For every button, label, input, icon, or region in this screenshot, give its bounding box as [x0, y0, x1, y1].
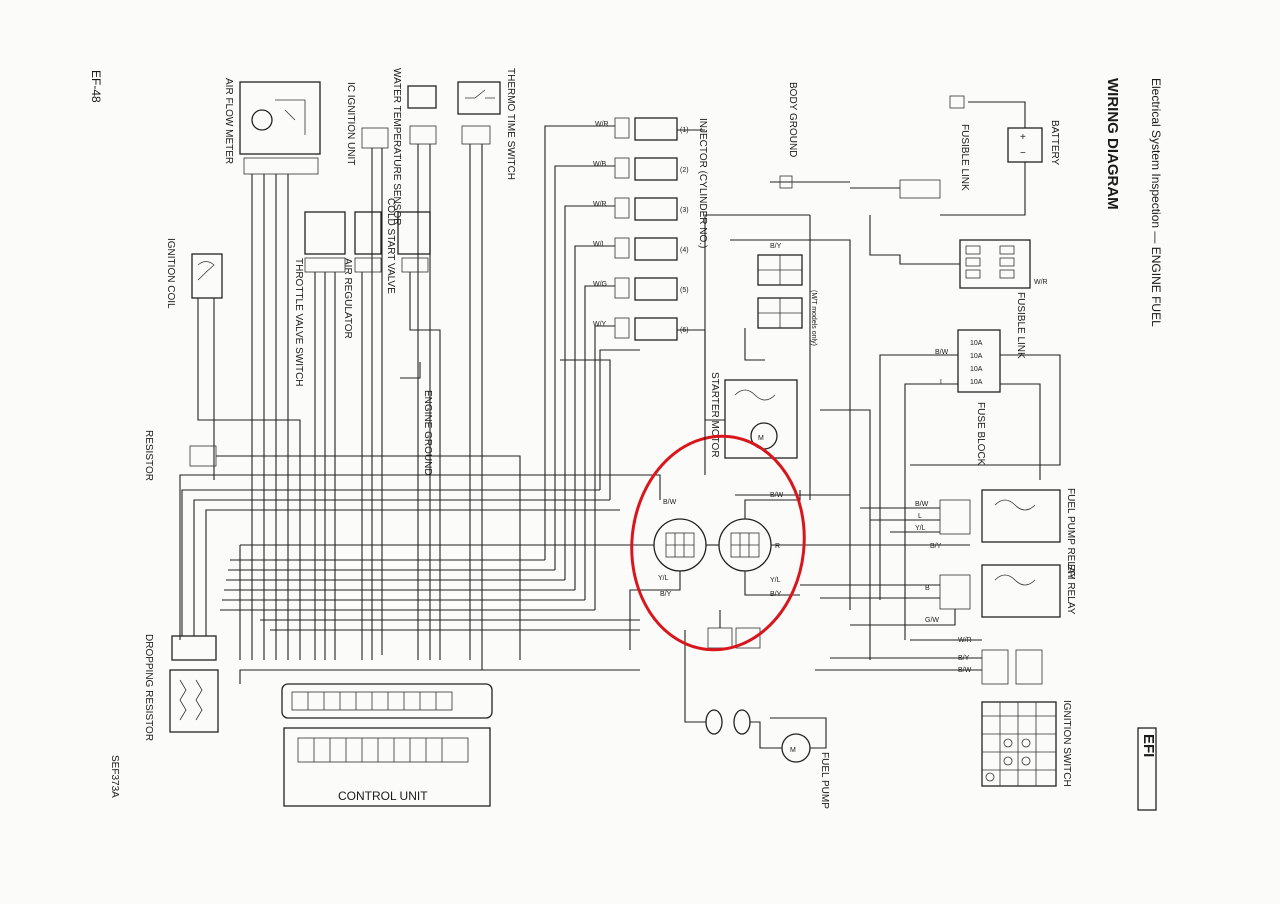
- svg-text:L: L: [918, 513, 922, 520]
- svg-text:B/Y: B/Y: [660, 591, 672, 598]
- svg-text:B: B: [925, 585, 930, 592]
- svg-text:10A: 10A: [970, 366, 983, 373]
- injector-1: (1) W/R: [544, 117, 689, 560]
- ignition-switch-label: IGNITION SWITCH: [1061, 700, 1072, 787]
- dropping-resistor-label: DROPPING RESISTOR: [143, 634, 154, 741]
- figure-code: SEF373A: [109, 755, 120, 798]
- svg-text:W/B: W/B: [593, 161, 607, 168]
- fusible-link-label-1: FUSIBLE LINK: [959, 124, 970, 191]
- fuel-pump-group: M FUEL PUMP: [684, 630, 830, 809]
- body-ground-label: BODY GROUND: [787, 82, 798, 157]
- water-temp-sensor-label: WATER TEMPERATURE SENSOR: [391, 68, 402, 225]
- air-regulator-group: AIR REGULATOR: [342, 211, 382, 660]
- battery-wire: [968, 101, 1026, 128]
- engine-ground-label: ENGINE GROUND: [422, 390, 433, 476]
- efi-relay-label: EFI RELAY: [1065, 564, 1076, 615]
- svg-text:−: −: [1020, 148, 1026, 159]
- starter-motor-group: M STARTER MOTOR: [704, 214, 810, 459]
- dropping-resistor-group: DROPPING RESISTOR: [143, 489, 620, 741]
- air-flow-meter-label: AIR FLOW METER: [223, 78, 234, 164]
- control-unit-label: CONTROL UNIT: [338, 789, 428, 803]
- svg-text:W/L: W/L: [593, 241, 606, 248]
- svg-text:W/G: W/G: [593, 281, 607, 288]
- svg-text:B/W: B/W: [915, 501, 929, 508]
- fuel-pump-relay-label: FUEL PUMP RELAY: [1065, 488, 1076, 580]
- svg-text:B/Y: B/Y: [930, 543, 942, 550]
- header-section: Electrical System Inspection — ENGINE FU…: [89, 70, 1163, 811]
- svg-text:B/Y: B/Y: [770, 243, 782, 250]
- injector-group: INJECTOR (CYLINDER NO.) (1) W/R (2) W/B …: [544, 117, 708, 610]
- ic-ignition-unit-group: IC IGNITION UNIT: [345, 82, 389, 660]
- fusible-link-block: FUSIBLE LINK W/R: [869, 215, 1048, 359]
- svg-text:R: R: [775, 543, 780, 550]
- svg-text:10A: 10A: [970, 379, 983, 386]
- mt-relay-group: (M/T models only) B/Y: [730, 239, 851, 610]
- svg-text:Y/L: Y/L: [770, 577, 781, 584]
- harness-trunk: [220, 215, 871, 660]
- circled-connectors: B/W Y/L B/Y B/W R Y/L B/Y: [179, 434, 880, 652]
- fuel-pump-label: FUEL PUMP: [819, 752, 830, 809]
- svg-text:(4): (4): [680, 247, 689, 254]
- page-code: EF-48: [89, 70, 103, 103]
- throttle-valve-switch-label: THROTTLE VALVE SWITCH: [293, 258, 304, 387]
- fusible-link-label-2: FUSIBLE LINK: [1015, 292, 1026, 359]
- body-ground-group: BODY GROUND: [770, 82, 850, 189]
- efi-badge: EFI: [1140, 734, 1157, 757]
- svg-text:G/W: G/W: [925, 617, 939, 624]
- ignition-coil-group: IGNITION COIL: [165, 238, 301, 660]
- cold-start-valve-label: COLD START VALVE: [385, 198, 396, 294]
- svg-text:L: L: [940, 379, 944, 386]
- svg-text:W/R: W/R: [593, 201, 607, 208]
- fuse-block: 10A 10A 10A 10A FUSE BLOCK B/W L: [879, 329, 1061, 640]
- control-unit-group: CONTROL UNIT: [239, 669, 640, 807]
- svg-text:W/R: W/R: [1034, 279, 1048, 286]
- page-title: WIRING DIAGRAM: [1104, 78, 1121, 210]
- efi-relay-group: EFI RELAY B G/W: [800, 564, 1076, 626]
- air-flow-meter-group: AIR FLOW METER: [223, 78, 321, 660]
- svg-text:Y/L: Y/L: [915, 525, 926, 532]
- injector-label: INJECTOR (CYLINDER NO.): [697, 118, 708, 248]
- highlight-circle: [630, 434, 806, 652]
- cold-start-valve-group: COLD START VALVE: [385, 198, 441, 660]
- starter-motor-label: STARTER MOTOR: [709, 372, 720, 458]
- injector-2: (2) W/B: [554, 157, 689, 570]
- fusible-link-connector: [899, 179, 941, 199]
- battery-label: BATTERY: [1049, 120, 1060, 166]
- engine-ground-group: ENGINE GROUND: [400, 362, 433, 476]
- battery-group: + − BATTERY FUSIBLE LINK: [850, 95, 1060, 216]
- injector-5: (5) W/G: [584, 277, 689, 600]
- water-temp-sensor-group: WATER TEMPERATURE SENSOR: [391, 68, 437, 660]
- svg-text:10A: 10A: [970, 353, 983, 360]
- svg-text:M: M: [790, 747, 796, 754]
- injector-3: (3) W/R: [564, 197, 689, 580]
- fuse-block-label: FUSE BLOCK: [975, 402, 986, 466]
- svg-text:+: +: [1020, 132, 1026, 143]
- section-heading: Electrical System Inspection — ENGINE FU…: [1149, 78, 1163, 327]
- svg-text:M: M: [758, 435, 764, 442]
- fuel-pump-symbol: [781, 733, 811, 763]
- svg-text:10A: 10A: [970, 340, 983, 347]
- ignition-coil-label: IGNITION COIL: [165, 238, 176, 309]
- resistor-group: RESISTOR: [143, 430, 521, 660]
- thermo-time-switch-group: THERMO TIME SWITCH: [457, 68, 516, 670]
- svg-text:Y/L: Y/L: [658, 575, 669, 582]
- air-regulator-label: AIR REGULATOR: [342, 258, 353, 339]
- resistor-label: RESISTOR: [143, 430, 154, 481]
- ignition-switch-group: IGNITION SWITCH W/R B/Y B/W: [815, 637, 1072, 787]
- injector-6: (6) W/Y: [593, 317, 689, 610]
- svg-text:B/W: B/W: [935, 349, 949, 356]
- thermo-time-switch-label: THERMO TIME SWITCH: [505, 68, 516, 180]
- efi-badge-frame: [1137, 727, 1157, 811]
- ic-ignition-unit-label: IC IGNITION UNIT: [345, 82, 356, 165]
- mt-note: (M/T models only): [810, 290, 817, 346]
- throttle-valve-switch-group: THROTTLE VALVE SWITCH: [293, 211, 346, 660]
- svg-text:W/R: W/R: [595, 121, 609, 128]
- svg-text:B/W: B/W: [663, 499, 677, 506]
- svg-text:W/Y: W/Y: [593, 321, 607, 328]
- svg-text:(5): (5): [680, 287, 689, 294]
- svg-text:(2): (2): [680, 167, 689, 174]
- svg-text:(3): (3): [680, 207, 689, 214]
